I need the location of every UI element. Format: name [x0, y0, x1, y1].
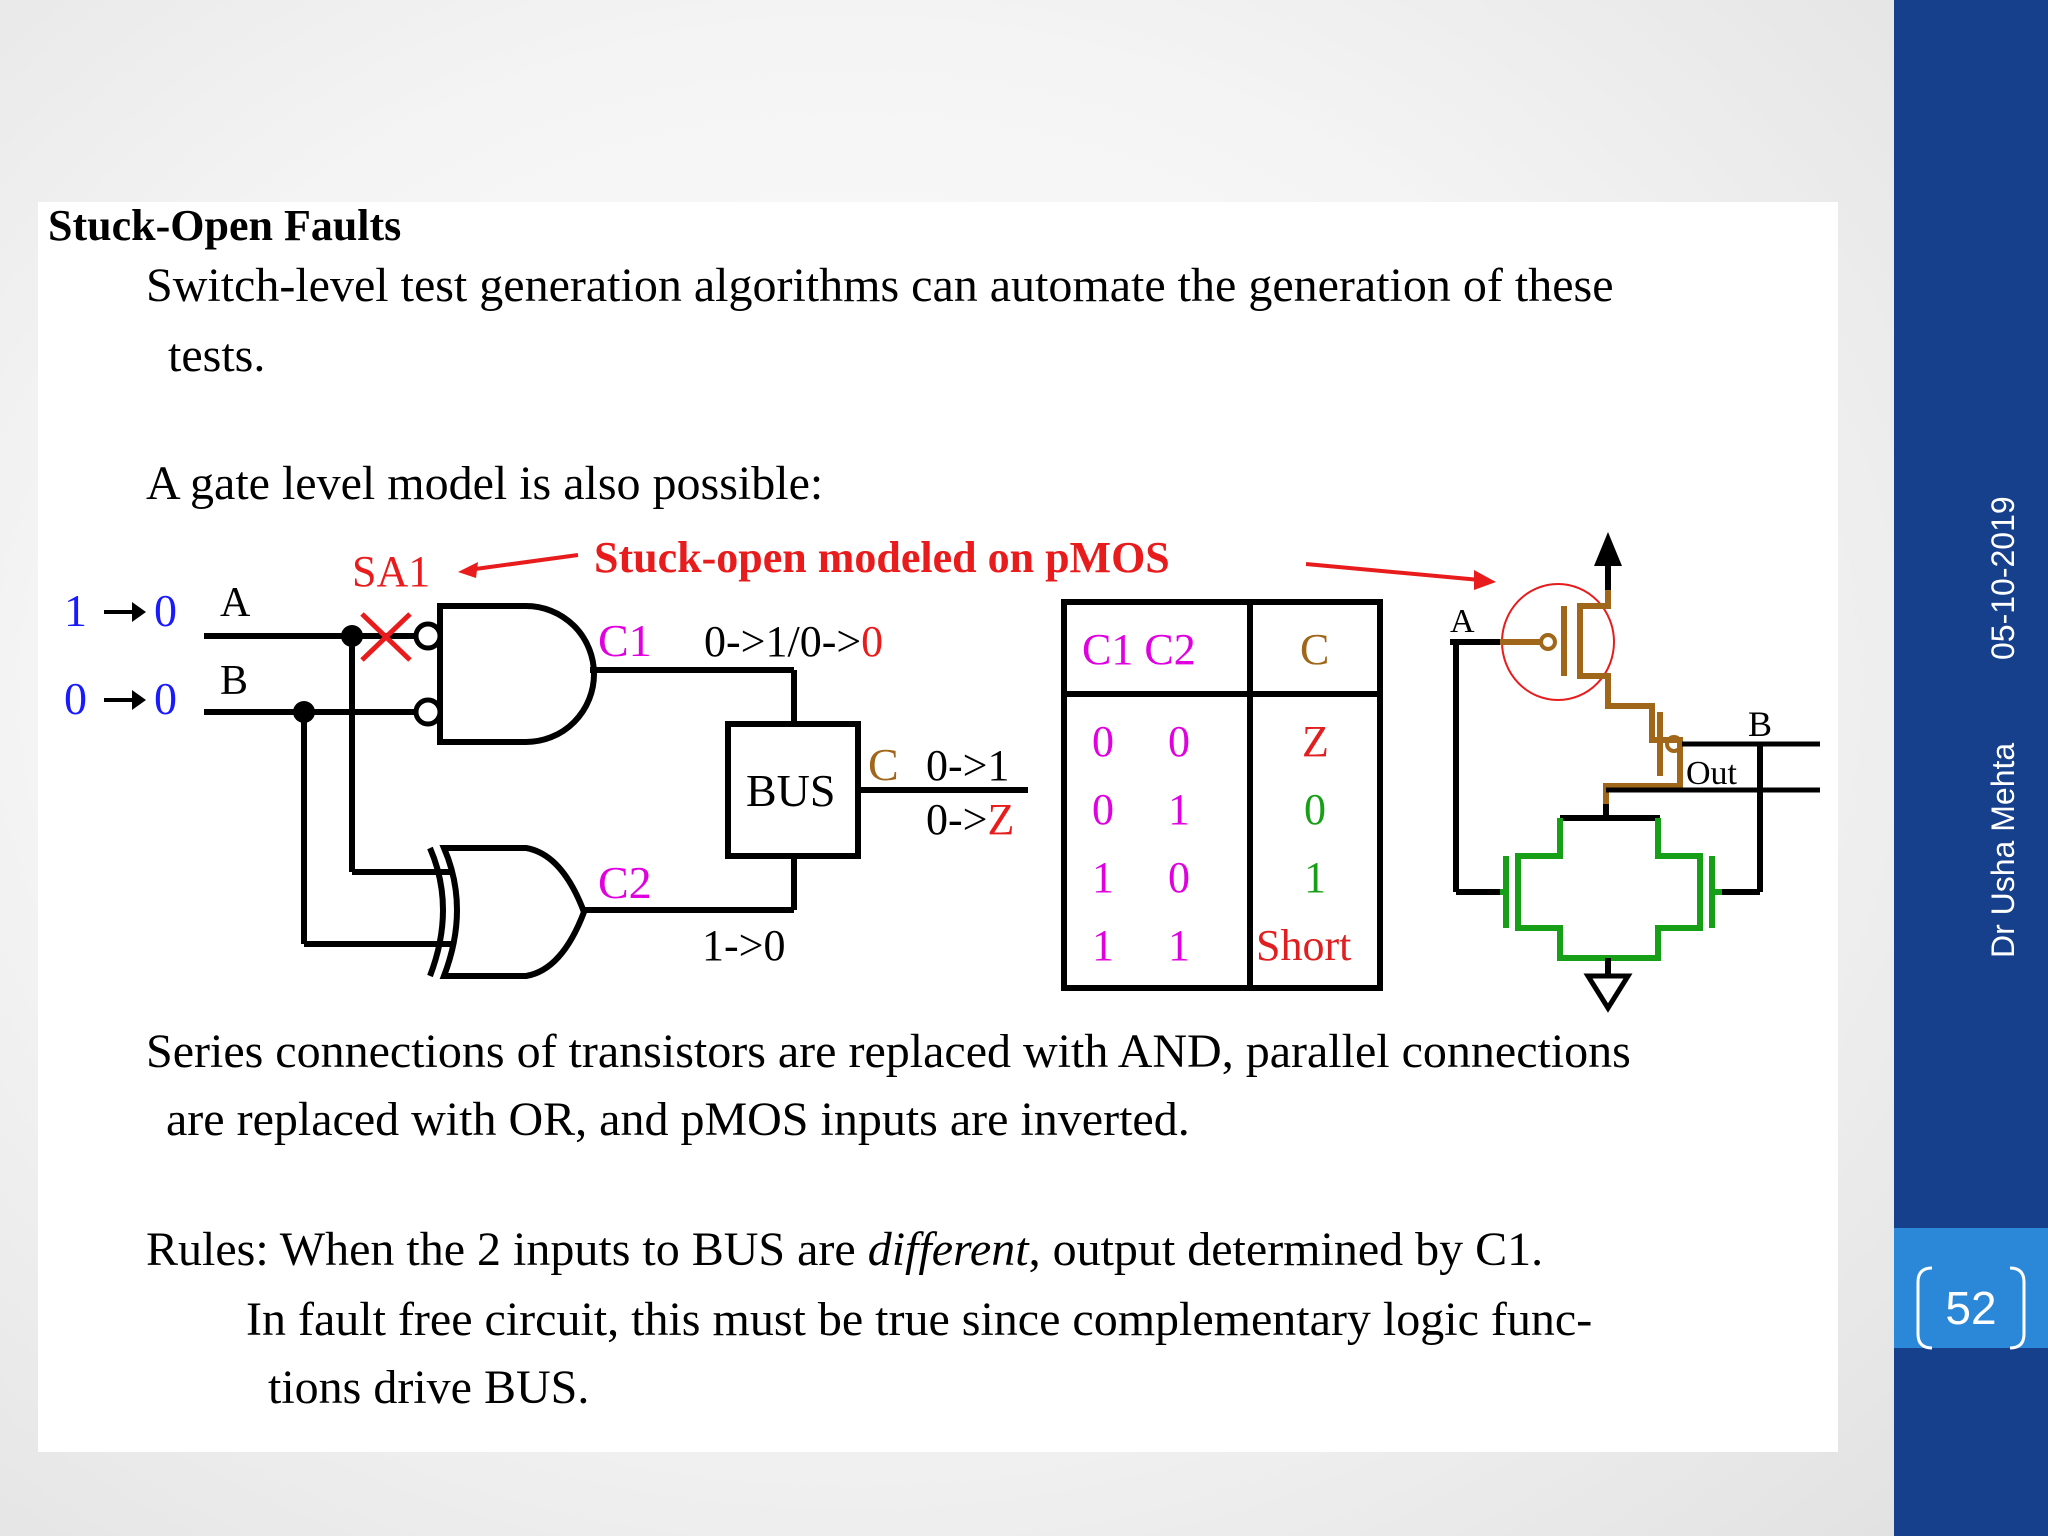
- table-cell-c: Short: [1256, 921, 1351, 970]
- callout-text: Stuck-open modeled on pMOS: [594, 533, 1170, 582]
- table-cell-c: 0: [1304, 785, 1326, 834]
- input-b-value: 0: [64, 673, 87, 724]
- truth-table: [1061, 599, 1383, 991]
- bus-label: BUS: [746, 765, 835, 816]
- pmos-bubble: [1665, 735, 1683, 753]
- c1-label: C1: [598, 615, 652, 666]
- input-a-after: 0: [154, 585, 177, 636]
- input-a-value: 1: [64, 585, 87, 636]
- table-cell-c2: 0: [1168, 853, 1190, 902]
- slide-number: 52: [1945, 1282, 1997, 1334]
- slide-number-brackets: [1916, 1266, 2026, 1350]
- pmos-bubble: [1539, 633, 1557, 651]
- table-cell-c2: 1: [1168, 921, 1190, 970]
- table-cell-c: Z: [1302, 717, 1329, 766]
- table-header-c1c2: C1 C2: [1082, 625, 1196, 674]
- table-cell-c: 1: [1304, 853, 1326, 902]
- paragraph-line: are replaced with OR, and pMOS inputs ar…: [166, 1093, 1190, 1146]
- table-header-c: C: [1300, 625, 1329, 674]
- arrow-head-icon: [132, 602, 146, 622]
- rules-line: tions drive BUS.: [268, 1361, 590, 1414]
- label-b: B: [220, 658, 248, 704]
- sa1-label: SA1: [352, 547, 430, 596]
- slide-date: 05-10-2019: [1985, 496, 2021, 660]
- label-a: A: [220, 580, 251, 626]
- table-cell-c1: 0: [1092, 717, 1114, 766]
- paragraph-line: A gate level model is also possible:: [146, 457, 824, 510]
- slide-number-band: [1894, 1228, 2048, 1348]
- and-gate: [437, 603, 597, 745]
- table-cell-c1: 1: [1092, 853, 1114, 902]
- inverter-bubble: [413, 621, 443, 651]
- table-cell-c2: 1: [1168, 785, 1190, 834]
- table-cell-c1: 0: [1092, 785, 1114, 834]
- input-b-after: 0: [154, 673, 177, 724]
- c2-transition: 1->0: [702, 921, 785, 970]
- paragraph-line: tests.: [168, 329, 266, 382]
- c-transition-2: 0->Z: [926, 795, 1014, 844]
- c1-transition: 0->1/0->0: [704, 617, 883, 666]
- cmos-label-out: Out: [1686, 755, 1738, 792]
- nmos-network: [1515, 818, 1703, 961]
- paragraph-line: Switch-level test generation algorithms …: [146, 259, 1614, 312]
- cmos-label-a: A: [1450, 603, 1475, 640]
- arrow-head-icon: [132, 690, 146, 710]
- slide-author: Dr Usha Mehta: [1985, 742, 2021, 958]
- ground-icon: [1583, 973, 1633, 1013]
- table-cell-c2: 0: [1168, 717, 1190, 766]
- bus-box: [725, 721, 861, 859]
- pmos-network: [1577, 590, 1683, 804]
- paragraph-line: Series connections of transistors are re…: [146, 1025, 1631, 1078]
- rules-line: Rules: When the 2 inputs to BUS are diff…: [146, 1223, 1544, 1276]
- c-transition-1: 0->1: [926, 741, 1009, 790]
- inverter-bubble: [413, 697, 443, 727]
- arrow-right-icon: [1474, 570, 1496, 590]
- rules-line: In fault free circuit, this must be true…: [246, 1293, 1593, 1346]
- table-cell-c1: 1: [1092, 921, 1114, 970]
- or-gate: [439, 845, 588, 979]
- slide-content-panel: [38, 202, 1838, 1452]
- cmos-label-b: B: [1748, 704, 1772, 744]
- c2-label: C2: [598, 857, 652, 908]
- gate-level-diagram: 1 0 0 0 A B SA1 Stuck-open modeled on pM…: [64, 532, 1820, 1013]
- c-label: C: [868, 739, 899, 790]
- arrow-left-icon: [458, 562, 478, 578]
- vdd-arrow-icon: [1594, 532, 1622, 566]
- slide-heading: Stuck-Open Faults: [48, 201, 402, 250]
